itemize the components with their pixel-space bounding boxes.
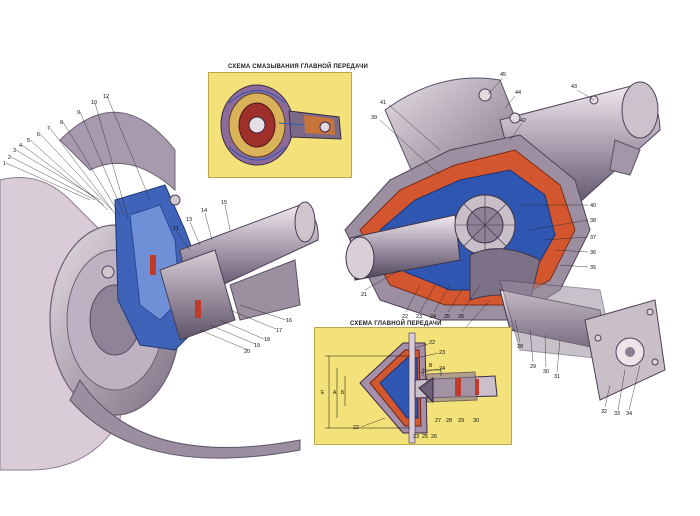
callout-label: 11 xyxy=(173,226,179,232)
callout-label: 33 xyxy=(614,411,620,417)
lubrication-inset-title: СХЕМА СМАЗЫВАНИЯ ГЛАВНОЙ ПЕРЕДАЧИ xyxy=(228,64,369,70)
callout-label: 3 xyxy=(13,148,16,154)
callout-label: 25 xyxy=(444,314,450,320)
callout-label: 4 xyxy=(19,143,22,149)
callout-label: 28 xyxy=(517,344,523,350)
right-differential-assembly xyxy=(344,77,666,401)
final-drive-inset: E A Б В 22 23 24 27 28 29 30 22 23 25 26 xyxy=(314,327,512,445)
callout-label: 2 xyxy=(8,155,11,161)
callout-label: 26 xyxy=(458,314,464,320)
callout-label: 25 xyxy=(422,434,428,440)
callout-label: 20 xyxy=(244,349,250,355)
callout-label: 37 xyxy=(590,235,596,241)
callout-label: 29 xyxy=(530,364,536,370)
left-callout-leaders xyxy=(5,95,287,351)
dimension-label: E xyxy=(321,390,325,396)
dimension-label: В xyxy=(429,363,433,369)
callout-label: 44 xyxy=(515,90,521,96)
callout-label: 27 xyxy=(435,418,441,424)
callout-label: 10 xyxy=(91,100,97,106)
lubrication-diagram xyxy=(220,84,342,166)
callout-label: 15 xyxy=(221,200,227,206)
callout-label: 12 xyxy=(103,94,109,100)
callout-label: 22 xyxy=(429,340,435,346)
callout-label: 43 xyxy=(571,84,577,90)
left-callouts: 1 2 3 4 5 6 7 8 9 10 12 11 13 14 15 16 1… xyxy=(3,94,292,355)
callout-label: 41 xyxy=(380,100,386,106)
callout-label: 24 xyxy=(439,366,445,372)
callout-label: 36 xyxy=(590,250,596,256)
lubrication-inset xyxy=(208,72,352,178)
final-drive-inset-title: СХЕМА ГЛАВНОЙ ПЕРЕДАЧИ xyxy=(350,321,442,327)
callout-label: 23 xyxy=(416,314,422,320)
callout-label: 19 xyxy=(254,343,260,349)
callout-label: 1 xyxy=(3,161,6,167)
callout-label: 26 xyxy=(431,434,437,440)
callout-label: 35 xyxy=(590,265,596,271)
callout-label: 42 xyxy=(520,118,526,124)
callout-label: 22 xyxy=(353,425,359,431)
callout-label: 22 xyxy=(402,314,408,320)
callout-label: 21 xyxy=(361,292,367,298)
callout-label: 30 xyxy=(473,418,479,424)
callout-label: 24 xyxy=(430,314,436,320)
callout-label: 28 xyxy=(446,418,452,424)
final-drive-diagram: E A Б В 22 23 24 27 28 29 30 22 23 25 26 xyxy=(321,332,498,444)
right-callout-leaders xyxy=(364,77,641,411)
callout-label: 17 xyxy=(276,328,282,334)
callout-label: 6 xyxy=(37,132,40,138)
callout-label: 16 xyxy=(286,318,292,324)
callout-label: 23 xyxy=(439,350,445,356)
callout-label: 31 xyxy=(554,374,560,380)
callout-label: 9 xyxy=(77,110,80,116)
callout-label: 32 xyxy=(601,409,607,415)
dimension-label: A xyxy=(333,390,337,396)
callout-label: 40 xyxy=(590,203,596,209)
callout-label: 23 xyxy=(413,434,419,440)
callout-label: 18 xyxy=(264,337,270,343)
callout-label: 14 xyxy=(201,208,207,214)
callout-label: 8 xyxy=(60,120,63,126)
callout-label: 30 xyxy=(543,369,549,375)
callout-label: 29 xyxy=(458,418,464,424)
dimension-label: Б xyxy=(341,390,345,396)
callout-label: 34 xyxy=(626,411,632,417)
left-hub-assembly xyxy=(0,111,319,471)
callout-label: 5 xyxy=(27,138,30,144)
callout-label: 38 xyxy=(590,218,596,224)
callout-label: 7 xyxy=(47,126,50,132)
callout-label: 45 xyxy=(500,72,506,78)
callout-label: 13 xyxy=(186,217,192,223)
callout-label: 39 xyxy=(371,115,377,121)
